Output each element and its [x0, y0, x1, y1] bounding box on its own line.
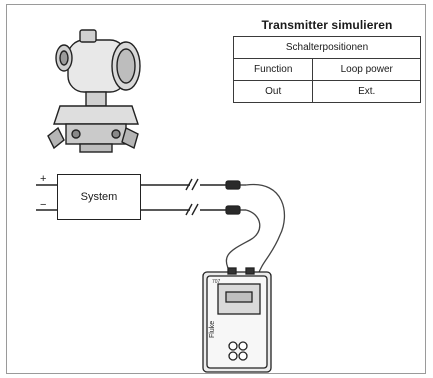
system-box: System — [57, 174, 141, 220]
signal-wires — [36, 178, 226, 216]
table-row: Function Loop power — [232, 58, 421, 81]
table-cell: Loop power — [312, 58, 421, 81]
pressure-transmitter-icon — [47, 29, 141, 153]
table-header-row: Schalterpositionen — [233, 36, 421, 59]
test-lead-plugs — [225, 180, 246, 215]
test-leads — [225, 183, 286, 276]
diagram-title: Transmitter simulieren — [261, 18, 393, 32]
table-header-cell: Schalterpositionen — [233, 36, 421, 59]
switch-position-table: Schalterpositionen Function Loop power O… — [232, 36, 421, 103]
system-label: System — [80, 191, 118, 203]
device-model-label: 707 — [212, 279, 221, 285]
loop-calibrator-icon — [202, 267, 272, 373]
minus-sign: − — [40, 199, 46, 211]
device-brand-label: Fluke — [209, 321, 216, 338]
table-cell: Ext. — [312, 80, 421, 103]
plus-sign: + — [40, 173, 46, 185]
table-cell: Function — [232, 58, 314, 81]
table-row: Out Ext. — [232, 80, 421, 103]
table-cell: Out — [232, 80, 314, 103]
